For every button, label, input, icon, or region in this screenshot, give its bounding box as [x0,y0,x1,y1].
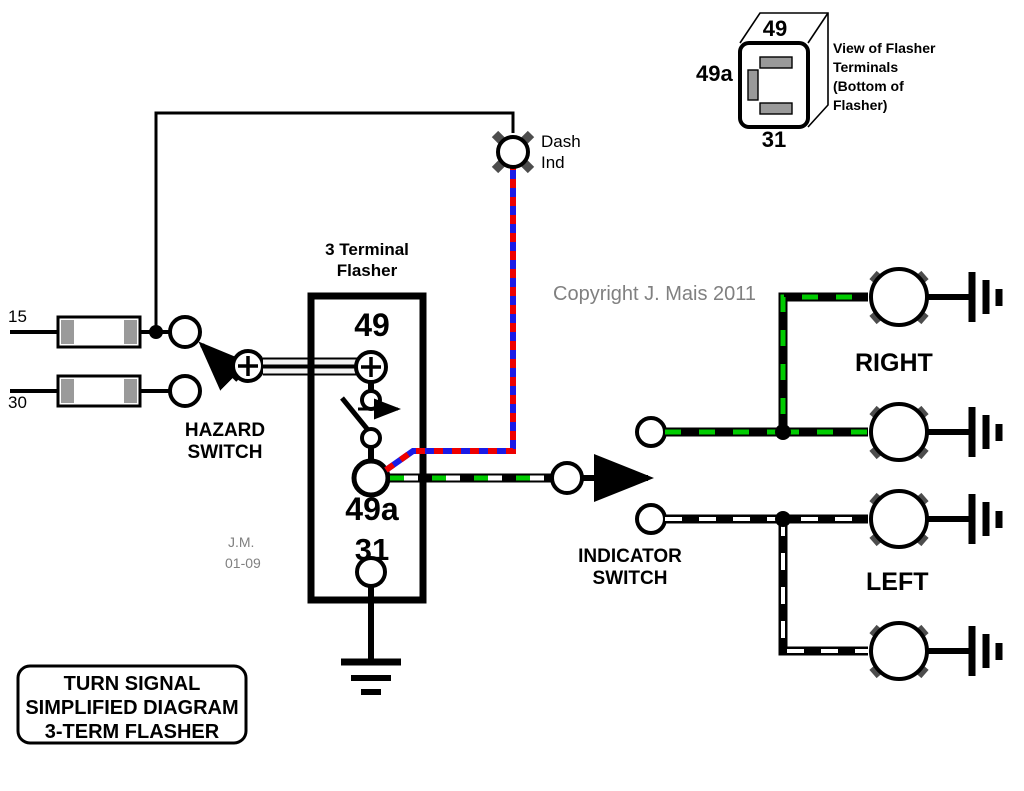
terminal-31-label: 31 [354,532,390,567]
lamp-dash-indicator [491,130,535,174]
lamp-right-upper [869,267,1003,327]
dash-indicator-label-line2: Ind [541,153,565,172]
hazard-terminal-15 [168,315,202,349]
left-switch-terminal [635,503,667,535]
copyright-text: Copyright J. Mais 2011 [553,283,757,305]
terminal-49-label: 49 [354,307,390,343]
dash-indicator-label-line1: Dash [541,132,581,151]
inset-terminal-31-label: 31 [761,127,787,152]
junction-dot-left [775,511,791,527]
ground-symbol [341,658,401,695]
junction-dot-fuse15 [149,325,163,339]
fuse-15-group [10,315,172,349]
circuit-left [635,503,868,656]
indicator-switch-group[interactable] [550,454,654,502]
inset-caption-line3: (Bottom of [833,78,904,94]
hazard-switch-label-line2: SWITCH [187,442,263,463]
inset-caption-line2: Terminals [833,59,899,75]
lamp-left-upper [869,489,1003,549]
inset-terminal-49-label: 49 [762,16,788,41]
signature-initials: J.M. [228,534,255,550]
contact-upper [360,389,382,411]
indicator-switch-label-line1: INDICATOR [578,546,682,567]
hazard-terminal-30 [168,374,202,408]
flasher-inset-box [738,12,829,129]
signature-date: 01-09 [225,555,261,571]
wire-dash-indicator-redblue [384,168,516,473]
inset-caption-line1: View of Flasher [833,40,936,56]
lamp-right-lower [869,402,1003,462]
right-lamp-group-label: RIGHT [855,349,933,377]
flasher-caption-line1: 3 Terminal [325,240,409,259]
contact-lower [360,427,382,449]
title-box-frame [16,664,248,745]
flasher-caption-line2: Flasher [336,261,398,280]
title-box-line3: 3-TERM FLASHER [44,721,220,743]
terminal-49a-node [351,458,391,498]
fuse-30-label: 30 [8,393,27,412]
hazard-switch-label-line1: HAZARD [184,420,266,441]
junction-dot-right [775,424,791,440]
circuit-right [635,292,868,448]
inset-terminal-49a-label: 49a [696,61,733,86]
terminal-49a-label: 49a [345,491,399,527]
fuse-15-label: 15 [8,307,27,326]
hazard-switch-group[interactable] [168,315,265,391]
lamp-left-lower [869,621,1003,681]
indicator-switch-label-line2: SWITCH [592,568,668,589]
left-lamp-group-label: LEFT [866,568,929,596]
flasher-internal-circuit [340,350,401,660]
title-box-line1: TURN SIGNAL [63,673,201,695]
wire-feed-to-dash-indicator [154,111,515,332]
switch-blade [340,396,370,432]
indicator-switch-pivot [550,461,584,495]
right-switch-terminal [635,416,667,448]
inset-caption-line4: Flasher) [833,97,888,113]
fuse-30-group [10,374,202,408]
title-box-line2: SIMPLIFIED DIAGRAM [25,697,239,719]
